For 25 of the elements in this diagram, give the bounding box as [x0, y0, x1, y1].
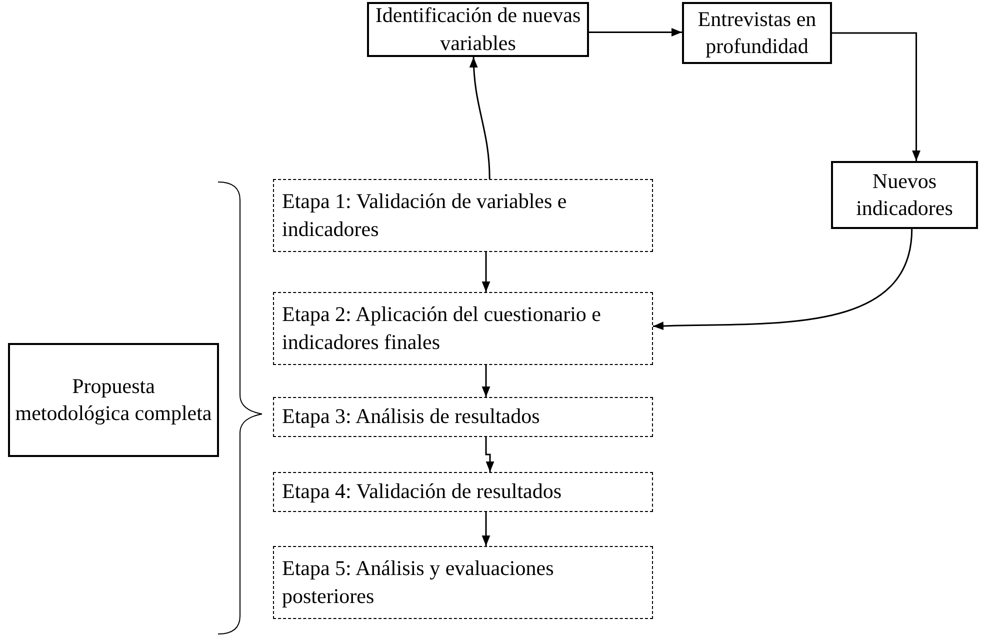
- arrow: [589, 28, 682, 36]
- arrow: [482, 365, 490, 397]
- process-box: [682, 2, 832, 64]
- arrow: [832, 32, 920, 161]
- process-box: [8, 343, 219, 457]
- stage-box: [273, 179, 653, 252]
- box-label: Nuevos indicadores: [855, 168, 954, 222]
- process-box: [831, 161, 978, 229]
- stage-box: [273, 472, 653, 512]
- box-label: Etapa 1: Validación de variables e indicadores: [282, 188, 568, 242]
- arrow: [485, 437, 494, 472]
- box-label: Etapa 5: Análisis y evaluaciones posteriores: [282, 555, 555, 610]
- arrow: [482, 512, 490, 546]
- arrow: [652, 228, 913, 330]
- box-label: Entrevistas en profundidad: [696, 6, 818, 60]
- box-label: Etapa 3: Análisis de resultados: [282, 403, 540, 430]
- box-label: Etapa 2: Aplicación del cuestionario e indicadores finales: [282, 301, 602, 356]
- stage-box: [273, 397, 653, 437]
- arrow: [482, 252, 490, 292]
- stage-box: [273, 292, 653, 365]
- box-label: Propuesta metodológica completa: [14, 372, 213, 427]
- stage-box: [273, 546, 653, 619]
- arrow: [470, 56, 490, 180]
- box-label: Identificación de nuevas variables: [374, 2, 582, 56]
- box-label: Etapa 4: Validación de resultados: [282, 478, 562, 506]
